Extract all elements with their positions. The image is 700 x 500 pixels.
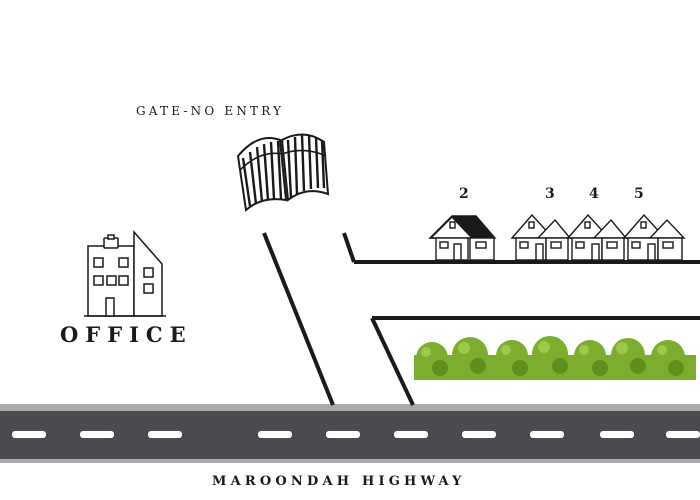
house-lot-2 (428, 215, 497, 261)
office-building-icon (84, 230, 166, 317)
house-icon (622, 213, 686, 261)
gate-icon (236, 133, 330, 212)
highway-edge-top (0, 404, 700, 412)
access-road-outlines (262, 232, 700, 406)
lot-number-5: 5 (634, 186, 644, 202)
house-lot-3 (510, 213, 572, 261)
highway-edge-bottom (0, 459, 700, 463)
lot-number-2: 2 (459, 186, 469, 202)
highway-label: MAROONDAH HIGHWAY (212, 474, 466, 489)
gate-label: GATE-NO ENTRY (136, 104, 285, 118)
office-label: OFFICE (60, 322, 193, 347)
house-icon (566, 213, 628, 261)
house-lot-5 (622, 213, 686, 261)
lot-number-3: 3 (545, 186, 555, 202)
driveway-right-edge-lower (370, 317, 415, 406)
lot-number-4: 4 (589, 186, 599, 202)
driveway-right-edge-upper (342, 232, 356, 263)
house-icon (510, 213, 572, 261)
driveway-left-edge (262, 232, 335, 406)
office-door (105, 297, 115, 317)
house-icon (428, 215, 497, 261)
lane-markings (12, 431, 700, 438)
office-side-block (133, 230, 163, 317)
highway (0, 404, 700, 463)
hedge-icon (414, 336, 696, 380)
house-lot-4 (566, 213, 628, 261)
